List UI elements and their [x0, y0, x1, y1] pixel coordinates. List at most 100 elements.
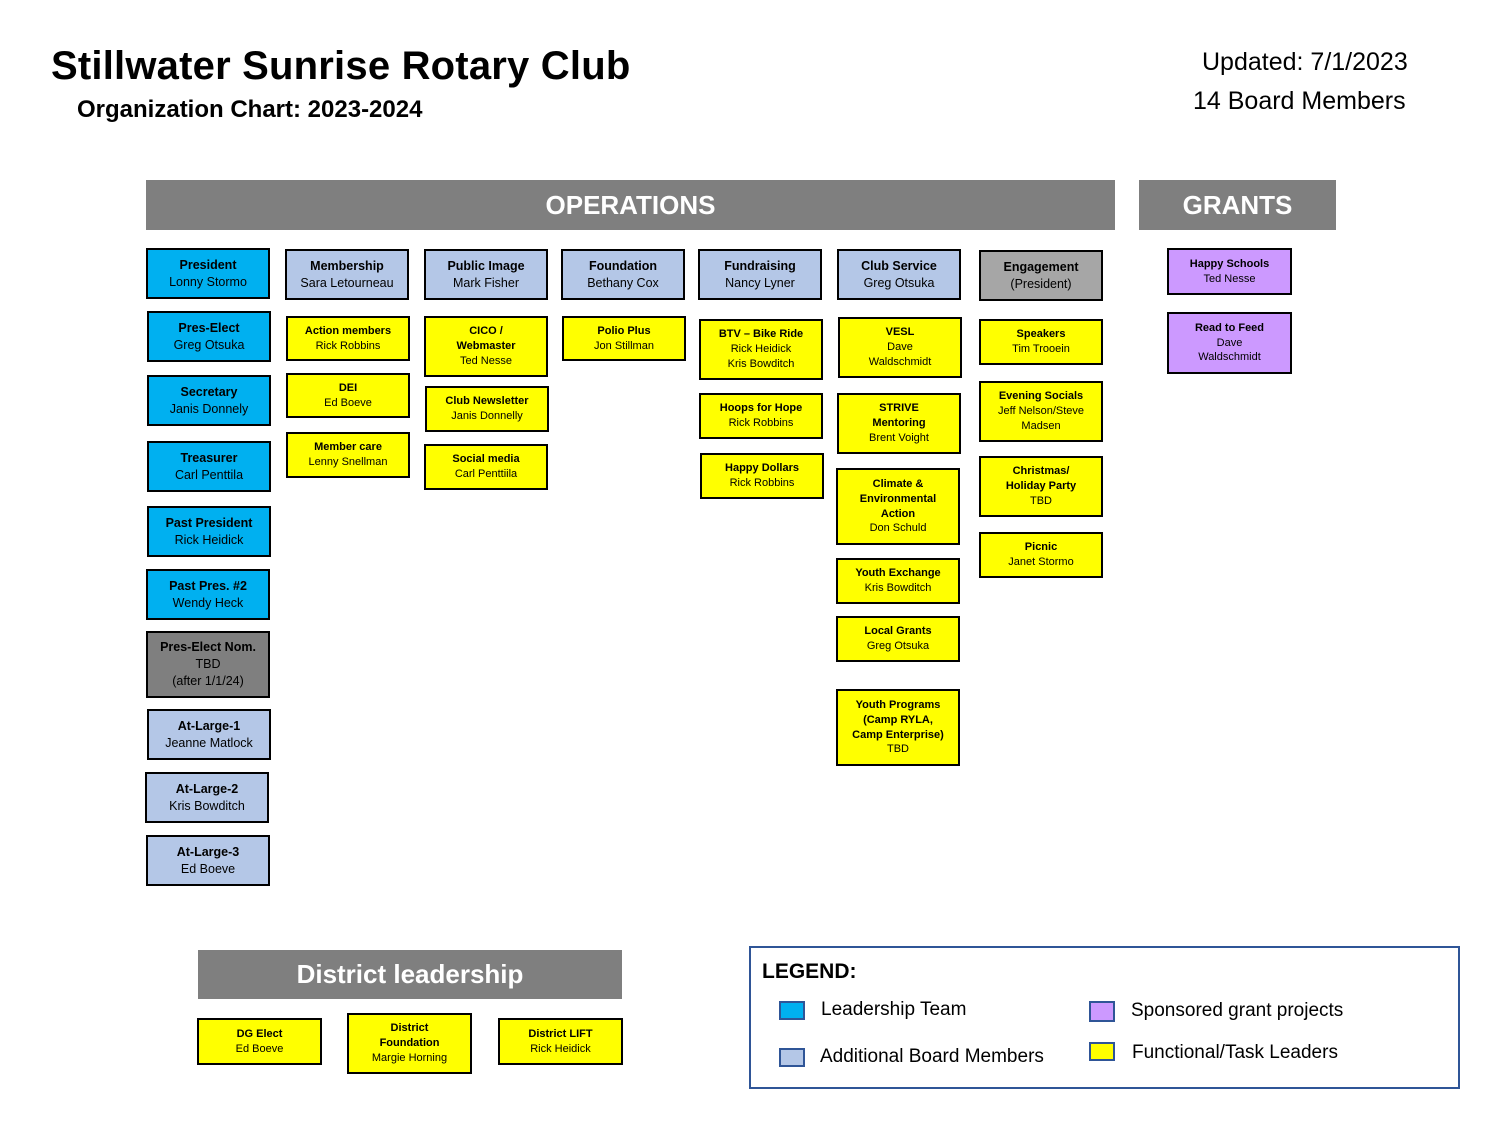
task-box-happy-dollars: Happy Dollars Rick Robbins [700, 453, 824, 499]
task-title-line2: Webmaster [456, 340, 516, 353]
org-box-person: Lonny Stormo [169, 274, 247, 289]
task-box-youth-programs: Youth Programs (Camp RYLA, Camp Enterpri… [836, 689, 960, 766]
district-person: Rick Heidick [530, 1042, 591, 1055]
district-title: DG Elect [236, 1027, 283, 1040]
updated-date: Updated: 7/1/2023 [1202, 48, 1408, 76]
task-title: DEI [338, 381, 358, 394]
operations-header: OPERATIONS [146, 180, 1115, 230]
legend-swatch-leadership [779, 1001, 805, 1020]
task-box-action-members: Action members Rick Robbins [286, 316, 410, 361]
legend-swatch-functional [1089, 1042, 1115, 1061]
task-title-line2: Holiday Party [1005, 480, 1077, 493]
org-box-fundraising: Fundraising Nancy Lyner [698, 249, 822, 300]
task-title: BTV – Bike Ride [718, 328, 804, 341]
task-person: Kris Bowditch [864, 582, 932, 594]
task-box-club-newsletter: Club Newsletter Janis Donnelly [425, 386, 549, 432]
task-person: Rick Robbins [315, 339, 381, 352]
task-box-picnic: Picnic Janet Stormo [979, 532, 1103, 578]
org-box-role: Secretary [180, 384, 238, 399]
task-title: STRIVE [879, 402, 919, 415]
grant-box-read-to-feed: Read to Feed Dave Waldschmidt [1167, 312, 1292, 374]
task-person: Lenny Snellman [308, 456, 388, 468]
task-title: Evening Socials [998, 390, 1084, 403]
org-box-president: President Lonny Stormo [146, 248, 270, 299]
org-box-role: Foundation [588, 258, 658, 273]
org-box-secretary: Secretary Janis Donnely [147, 375, 271, 426]
org-box-past-president: Past President Rick Heidick [147, 506, 271, 557]
org-box-person: Sara Letourneau [300, 275, 394, 290]
task-box-local-grants: Local Grants Greg Otsuka [836, 616, 960, 662]
org-box-person: Wendy Heck [172, 595, 244, 610]
org-box-role: Membership [310, 258, 384, 273]
org-box-pres-elect-nom: Pres-Elect Nom. TBD (after 1/1/24) [146, 631, 270, 698]
grant-box-happy-schools: Happy Schools Ted Nesse [1167, 248, 1292, 295]
task-title: Youth Exchange [855, 567, 941, 580]
task-title: Action members [304, 324, 392, 337]
org-box-note: (after 1/1/24) [172, 673, 244, 688]
org-box-at-large-2: At-Large-2 Kris Bowditch [145, 772, 269, 823]
org-box-past-pres-2: Past Pres. #2 Wendy Heck [146, 569, 270, 620]
district-title: District LIFT [528, 1027, 593, 1040]
task-person: Dave [887, 341, 913, 354]
task-person-line2: Madsen [1021, 419, 1061, 432]
task-box-hoops-for-hope: Hoops for Hope Rick Robbins [699, 393, 823, 439]
task-person: Rick Robbins [728, 417, 794, 429]
district-leadership-header: District leadership [198, 950, 622, 999]
task-title: Picnic [1024, 541, 1058, 554]
org-box-person: Greg Otsuka [863, 275, 935, 290]
district-title: District [390, 1022, 429, 1035]
task-title: Christmas/ [1012, 465, 1070, 478]
task-person: TBD [1030, 494, 1052, 507]
org-box-foundation: Foundation Bethany Cox [561, 249, 685, 300]
org-box-role: Pres-Elect [178, 320, 240, 335]
task-title: Social media [452, 453, 520, 466]
org-box-role: Engagement [1003, 259, 1079, 274]
task-box-polio-plus: Polio Plus Jon Stillman [562, 316, 686, 361]
org-box-person: TBD [195, 657, 221, 672]
task-title: Youth Programs [855, 698, 941, 711]
org-box-role: At-Large-3 [176, 844, 240, 859]
task-person: Tim Trooein [1012, 343, 1070, 355]
org-box-role: Past President [165, 515, 253, 530]
org-box-role: Club Service [861, 258, 937, 273]
task-box-youth-exchange: Youth Exchange Kris Bowditch [836, 558, 960, 604]
org-box-membership: Membership Sara Letourneau [285, 249, 409, 300]
grant-person: Dave [1216, 336, 1243, 349]
task-title: VESL [885, 326, 915, 339]
task-person: Rick Heidick [730, 343, 792, 356]
org-box-person: Nancy Lyner [725, 275, 795, 290]
org-box-person: Greg Otsuka [173, 337, 245, 352]
task-box-strive-mentoring: STRIVE Mentoring Brent Voight [837, 393, 961, 454]
legend-label-leadership: Leadership Team [821, 999, 967, 1020]
task-box-evening-socials: Evening Socials Jeff Nelson/Steve Madsen [979, 381, 1103, 442]
task-box-climate-action: Climate & Environmental Action Don Schul… [836, 468, 960, 545]
org-box-engagement: Engagement (President) [979, 250, 1103, 301]
org-box-person: (President) [1010, 276, 1072, 291]
task-person: Ted Nesse [460, 354, 512, 367]
grant-title: Read to Feed [1194, 321, 1265, 334]
task-person: Janet Stormo [1008, 556, 1074, 568]
org-box-role: At-Large-2 [175, 781, 239, 796]
task-title-line2: Mentoring [872, 417, 926, 430]
task-box-dei: DEI Ed Boeve [286, 373, 410, 418]
org-box-role: President [179, 257, 237, 272]
org-box-role: Fundraising [724, 258, 796, 273]
task-person: Janis Donnelly [451, 410, 523, 422]
org-box-person: Janis Donnely [169, 401, 249, 416]
page-title: Stillwater Sunrise Rotary Club [51, 44, 631, 88]
org-box-person: Mark Fisher [453, 275, 519, 290]
org-box-club-service: Club Service Greg Otsuka [837, 249, 961, 300]
task-title-line3: Action [880, 507, 916, 520]
legend: LEGEND: Leadership Team Additional Board… [749, 946, 1460, 1089]
task-title-line3: Camp Enterprise) [852, 728, 944, 741]
org-box-person: Rick Heidick [174, 532, 244, 547]
task-box-social-media: Social media Carl Penttiila [424, 444, 548, 490]
task-person: Jon Stillman [594, 339, 654, 352]
task-title: Local Grants [864, 625, 932, 638]
district-person: Ed Boeve [235, 1042, 284, 1055]
task-box-btv-bike-ride: BTV – Bike Ride Rick Heidick Kris Bowdit… [699, 319, 823, 380]
task-person: Greg Otsuka [866, 640, 930, 652]
task-person: Jeff Nelson/Steve [997, 405, 1084, 418]
org-box-pres-elect: Pres-Elect Greg Otsuka [147, 311, 271, 362]
task-person: Rick Robbins [729, 477, 795, 489]
